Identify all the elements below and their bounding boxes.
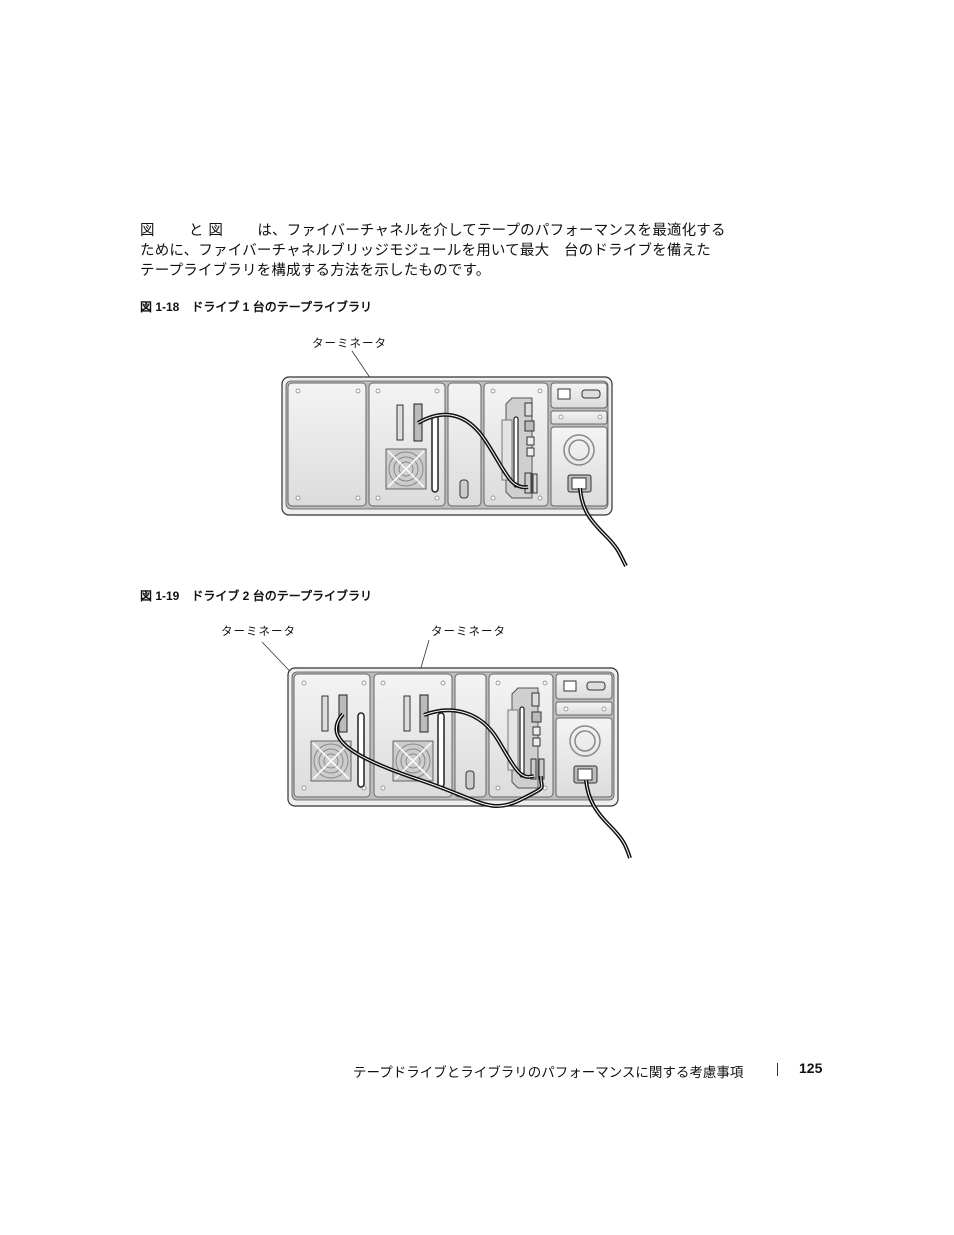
body-line: テープライブラリを構成する方法を示したものです。 xyxy=(140,263,491,279)
footer-separator xyxy=(777,1063,778,1076)
callout-terminator-right: ターミネータ xyxy=(431,624,506,638)
callout-terminator-left: ターミネータ xyxy=(221,624,296,638)
body-line: ために、ファイバーチャネルブリッジモジュールを用いて最大 台のドライブを備えた xyxy=(140,243,711,259)
running-footer-title: テープドライブとライブラリのパフォーマンスに関する考慮事項 xyxy=(353,1065,744,1081)
body-paragraph: 図 と 図 は、ファイバーチャネルを介してテープのパフォーマンスを最適化する た… xyxy=(140,221,780,281)
page-number: 125 xyxy=(799,1060,823,1076)
callout-terminator: ターミネータ xyxy=(312,336,387,350)
tape-library-diagram-1-drive xyxy=(281,350,628,567)
figure-caption-1-18: 図 1-18 ドライブ 1 台のテープライブラリ xyxy=(140,300,372,314)
figure-caption-1-19: 図 1-19 ドライブ 2 台のテープライブラリ xyxy=(140,589,372,603)
tape-library-diagram-2-drives xyxy=(261,639,632,859)
body-line: 図 と 図 は、ファイバーチャネルを介してテープのパフォーマンスを最適化する xyxy=(140,223,726,239)
